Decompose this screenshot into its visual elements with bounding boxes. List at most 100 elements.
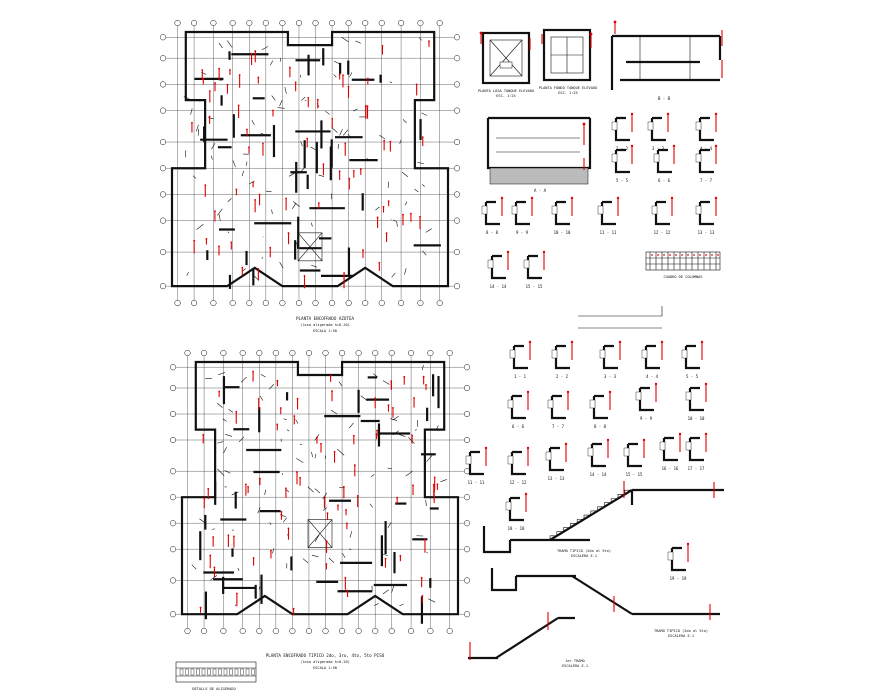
section-cut: 5 - 5 [681,340,704,379]
slab-line [271,209,273,214]
axis-bubble [355,349,362,357]
rebar-dot [285,197,287,200]
cistern-section-label: A - A [534,188,547,193]
slab-line [333,74,337,78]
axis-bubble [229,299,236,307]
axis-bubble [388,627,395,635]
axis-bubble [453,81,461,88]
slab-line [227,231,230,234]
axis-bubble [159,165,167,172]
rebar-dot [250,52,253,55]
rebar-dot [316,436,318,439]
cut-profile [590,442,606,468]
section-cut: 15 - 15 [523,250,546,289]
cut-note-box [695,153,702,163]
cut-note-box [685,441,692,451]
slab-line [196,124,199,132]
rebar-dot [420,576,423,579]
rebar-dot [424,538,426,541]
rebar-dot [403,375,406,378]
slab-line [232,160,236,168]
slab-rib [185,668,189,676]
cut-profile [688,436,704,462]
cut-profile [644,344,660,370]
axis-bubble [159,191,167,198]
section-cut-label: 5 - 5 [616,178,629,183]
axis-bubble [159,283,167,290]
cut-note-box [589,399,596,409]
cut-rebar-dot [678,432,682,436]
slab-line [238,436,245,443]
rebar-dot [375,433,378,436]
rebar-dot [422,375,425,378]
rebar-dot [325,540,328,542]
cut-note-box [611,121,618,131]
rebar-dot [252,370,254,373]
rebar-dot [258,193,261,196]
rebar-dot [348,177,351,180]
slab-line [387,181,389,188]
axis-bubble [339,627,346,635]
bottom-plan-scale: ESCALA 1:50 [313,666,337,670]
slab-line [328,557,335,563]
slab-line [217,208,223,216]
section-cut-label: 12 - 12 [654,230,671,235]
rebar-dot [325,563,328,565]
slab-line [375,206,380,211]
cut-profile [548,446,564,472]
section-cut: 6 - 6 [507,390,530,429]
slab-line [360,395,368,401]
section-cut: 11 - 11 [465,446,488,485]
section-cut-label: 18 - 18 [508,526,525,531]
axis-bubble [417,299,424,307]
rebar-dot [246,128,248,131]
rebar-dot [421,594,424,597]
cut-rebar-dot [704,382,708,386]
axis-bubble [398,299,405,307]
slab-line [401,171,409,178]
slab-line [398,434,406,437]
slab-line [261,256,264,259]
slab-line [271,95,276,101]
slab-line [389,81,393,84]
slab-line [190,108,193,115]
slab-line [348,548,352,551]
section-cut-label: 14 - 14 [490,284,507,289]
slab-line [337,143,339,150]
axis-bubble [184,349,191,357]
cut-rebar-dot [630,112,634,116]
slab-rib [251,668,255,676]
axis-bubble [329,299,336,307]
slab-line [428,598,436,603]
cut-note-box [599,349,606,359]
section-cut-label: 9 - 9 [516,230,529,235]
slab-line [348,422,354,429]
cut-note-box [551,349,558,359]
axis-bubble [201,627,208,635]
section-cut: 12 - 12 [651,196,674,235]
section-cut-label: 2 - 2 [556,374,569,379]
cut-note-box [507,455,514,465]
rebar-dot [193,239,196,242]
slab-line [192,175,197,179]
cut-rebar-dot [530,196,534,200]
slab-line [283,517,288,523]
axis-bubble [169,436,177,444]
slab-line [314,534,320,542]
section-cut: 4 - 4 [641,340,664,379]
slab-line [279,262,284,269]
cut-note-box [695,121,702,131]
axis-bubble [159,217,167,224]
section-cut: 9 - 9 [511,196,534,235]
slab-rib [212,668,217,676]
slab-line [264,489,267,495]
slab-line [425,228,432,233]
rebar-dot [352,169,355,172]
axis-bubble [427,627,434,635]
slab-line [227,198,232,202]
rebar-dot [214,82,216,84]
bottom-plan-caption: PLANTA ENCOFRADO TIPICO 2do, 3ro, 4to, 5… [266,653,385,670]
rebar-dot [413,396,415,399]
slab-line [260,374,266,378]
rebar-dot [425,383,427,386]
